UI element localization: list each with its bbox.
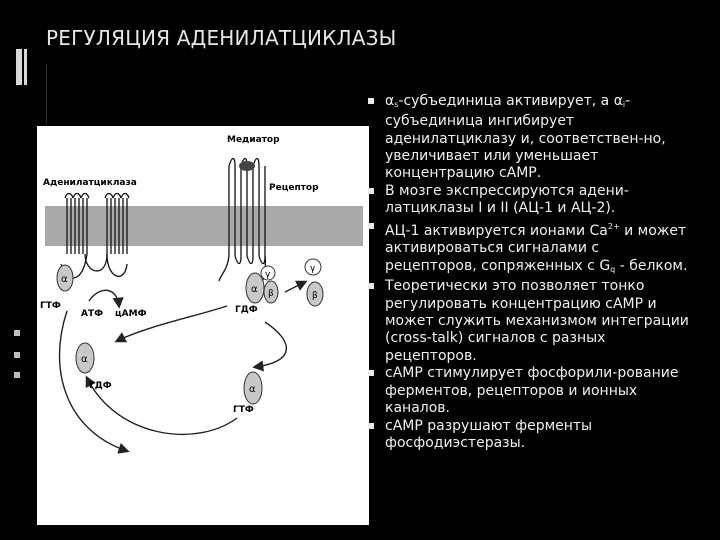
bullet-marker	[368, 370, 374, 377]
beta-subunit	[263, 280, 279, 304]
gtf-label: ГТФ	[233, 405, 254, 415]
bullet-marker	[368, 283, 374, 290]
bullet-item: В мозге экспрессируются адени-латциклазы…	[366, 183, 691, 218]
alpha-subunit	[75, 342, 95, 374]
diagram-svg: α α γ β γ β α α Медиатор Аденилатциклаза…	[40, 135, 363, 454]
bullet-item: АЦ-1 активируется ионами Ca2+ и может ак…	[366, 218, 691, 278]
bullet-marker	[368, 187, 374, 194]
camp-label: цАМФ	[115, 309, 147, 319]
gamma-label: γ	[265, 270, 271, 280]
gdf-label: ГДФ	[89, 381, 112, 391]
membrane	[45, 206, 363, 246]
alpha-label: α	[249, 384, 256, 395]
slide-title: РЕГУЛЯЦИЯ АДЕНИЛАТЦИКЛАЗЫ	[46, 26, 397, 50]
decor-bar	[16, 49, 22, 85]
decor-square	[14, 372, 20, 378]
gamma-subunit	[260, 265, 276, 281]
alpha-subunit	[56, 264, 74, 292]
alpha-label: α	[61, 274, 68, 285]
gamma-label: γ	[310, 264, 316, 274]
bullet-marker	[368, 422, 374, 429]
gtf-label: ГТФ	[40, 301, 61, 311]
bullet-marker	[368, 98, 374, 104]
decor-square	[14, 352, 20, 358]
bullet-item: αs-субъединица активирует, а αi-субъедин…	[366, 93, 691, 182]
beta-label: β	[268, 289, 274, 299]
gdf-label: ГДФ	[235, 305, 258, 315]
alpha-subunit	[243, 371, 263, 405]
bullet-list: αs-субъединица активирует, а αi-субъедин…	[366, 93, 691, 453]
receptor-label: Рецептор	[269, 183, 319, 193]
mediator-ligand	[239, 161, 255, 171]
decor-bar-thin	[24, 49, 27, 85]
alpha-label: α	[251, 284, 258, 295]
gamma-subunit	[304, 258, 322, 276]
bullet-item: сАМР стимулирует фосфорили-рование ферме…	[366, 365, 691, 417]
beta-subunit	[306, 281, 324, 307]
mediator-label: Медиатор	[227, 135, 280, 145]
alpha-label: α	[81, 354, 88, 365]
bullet-item: Теоретически это позволяет тонко регулир…	[366, 278, 691, 364]
bullet-marker	[368, 223, 374, 230]
adenylate-cyclase-label: Аденилатциклаза	[43, 178, 137, 188]
decor-square	[14, 330, 20, 336]
arrows	[58, 280, 308, 454]
beta-label: β	[312, 291, 318, 301]
atf-label: АТФ	[81, 309, 103, 319]
adenylate-cyclase-diagram: α α γ β γ β α α Медиатор Аденилатциклаза…	[37, 126, 369, 525]
bullet-item: сАМР разрушают ферменты фосфодиэстеразы.	[366, 418, 691, 453]
